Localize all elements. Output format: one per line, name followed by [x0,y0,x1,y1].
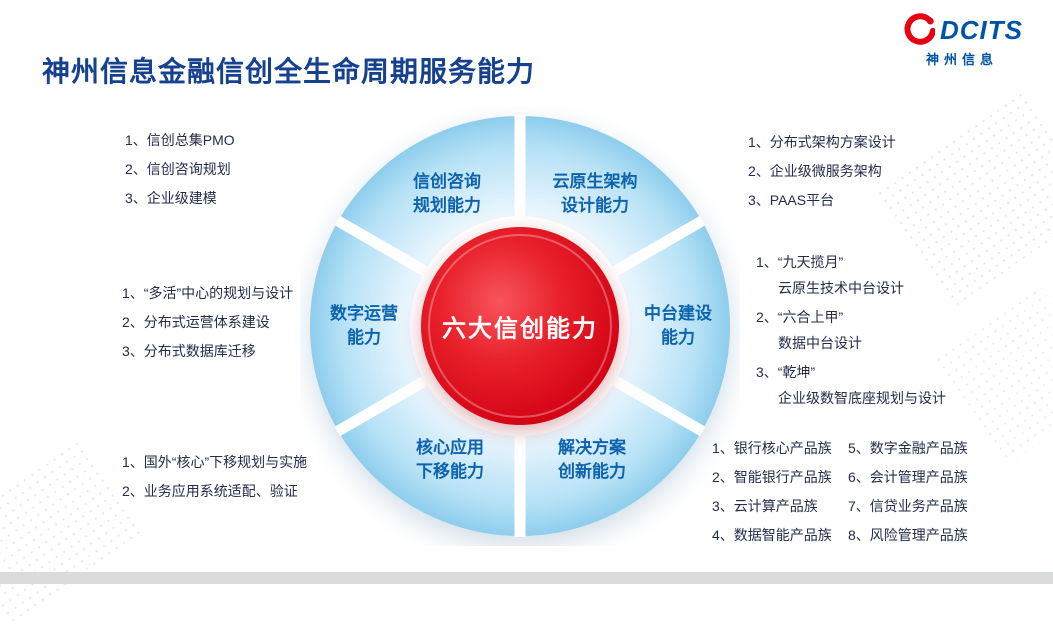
segment-label-line: 中台建设 [644,304,712,324]
list-item: 3、企业级建模 [125,190,217,206]
list-solution-products-col1: 1、银行核心产品族 2、智能银行产品族 3、云计算产品族 4、数据智能产品族 [712,438,832,554]
segment-label-digital-operation: 数字运营 能力 [330,302,398,350]
segment-label-line: 能力 [347,328,381,347]
dcits-logo-row: DCITS [901,13,1023,47]
list-subitem: 云原生技术中台设计 [778,280,904,296]
dcits-brand-text: DCITS [940,14,1023,45]
wheel-core [421,227,619,425]
list-item: 1、银行核心产品族 [712,440,832,456]
list-item: 1、分布式架构方案设计 [748,134,896,150]
list-solution-products-col2: 5、数字金融产品族 6、会计管理产品族 7、信贷业务产品族 8、风险管理产品族 [848,438,968,554]
slide: 神州信息金融信创全生命周期服务能力 DCITS 神州信息 [0,13,1053,629]
segment-label-line: 核心应用 [416,438,484,458]
list-item: 1、国外“核心”下移规划与实施 [122,454,308,470]
wheel-center-label: 六大信创能力 [442,315,598,343]
segment-label-line: 数字运营 [330,304,398,324]
page-title: 神州信息金融信创全生命周期服务能力 [42,56,536,87]
dcits-logo: DCITS 神州信息 [901,13,1023,68]
list-item: 2、“六合上甲” [756,309,844,325]
list-item: 5、数字金融产品族 [848,440,968,456]
list-item: 4、数据智能产品族 [712,527,832,543]
list-item: 7、信贷业务产品族 [848,498,968,514]
list-item: 2、业务应用系统适配、验证 [122,483,298,499]
dcits-swoosh-icon [904,13,935,45]
list-item: 1、“九天揽月” [756,254,844,270]
capability-wheel-graphic [310,115,730,537]
list-middle-platform: 1、“九天揽月” 云原生技术中台设计 2、“六合上甲” 数据中台设计 3、“乾坤… [756,252,946,417]
list-item: 3、云计算产品族 [712,498,818,514]
segment-label-line: 信创咨询 [413,172,481,192]
segment-label-line: 能力 [661,328,695,347]
segment-label-line: 解决方案 [558,438,626,458]
dcits-subtitle: 神州信息 [925,52,998,67]
segment-label-solution-innovation: 解决方案 创新能力 [558,436,626,484]
segment-label-line: 下移能力 [416,462,484,481]
segment-label-cloud-native: 云原生架构 设计能力 [553,170,638,218]
list-item: 2、智能银行产品族 [712,469,832,485]
list-item: 6、会计管理产品族 [848,469,968,485]
segment-label-core-migration: 核心应用 下移能力 [416,436,484,484]
segment-label-line: 规划能力 [413,196,481,215]
segment-label-line: 云原生架构 [552,172,638,192]
list-item: 8、风险管理产品族 [848,527,968,543]
segment-label-consulting-planning: 信创咨询 规划能力 [413,170,481,218]
bottom-edge-strip [0,572,1053,584]
segment-label-middle-platform: 中台建设 能力 [644,302,712,350]
list-item: 2、信创咨询规划 [125,161,231,177]
list-subitem: 企业级数智底座规划与设计 [778,390,946,406]
list-item: 2、分布式运营体系建设 [122,314,270,330]
capability-wheel: 信创咨询 规划能力 云原生架构 设计能力 数字运营 能力 中台建设 能力 核心应… [300,106,740,546]
segment-label-line: 设计能力 [561,196,629,215]
list-cloud-native: 1、分布式架构方案设计 2、企业级微服务架构 3、PAAS平台 [748,132,896,219]
list-item: 2、企业级微服务架构 [748,163,882,179]
list-core-migration: 1、国外“核心”下移规划与实施 2、业务应用系统适配、验证 [122,452,307,510]
list-item: 3、分布式数据库迁移 [122,343,256,359]
list-digital-operation: 1、“多活”中心的规划与设计 2、分布式运营体系建设 3、分布式数据库迁移 [122,283,293,370]
list-item: 1、“多活”中心的规划与设计 [122,285,294,301]
list-item: 3、“乾坤” [756,364,816,380]
list-subitem: 数据中台设计 [778,335,862,351]
segment-label-line: 创新能力 [558,462,626,481]
list-consulting-planning: 1、信创总集PMO 2、信创咨询规划 3、企业级建模 [125,130,235,217]
list-item: 1、信创总集PMO [125,132,235,148]
list-item: 3、PAAS平台 [748,192,835,208]
